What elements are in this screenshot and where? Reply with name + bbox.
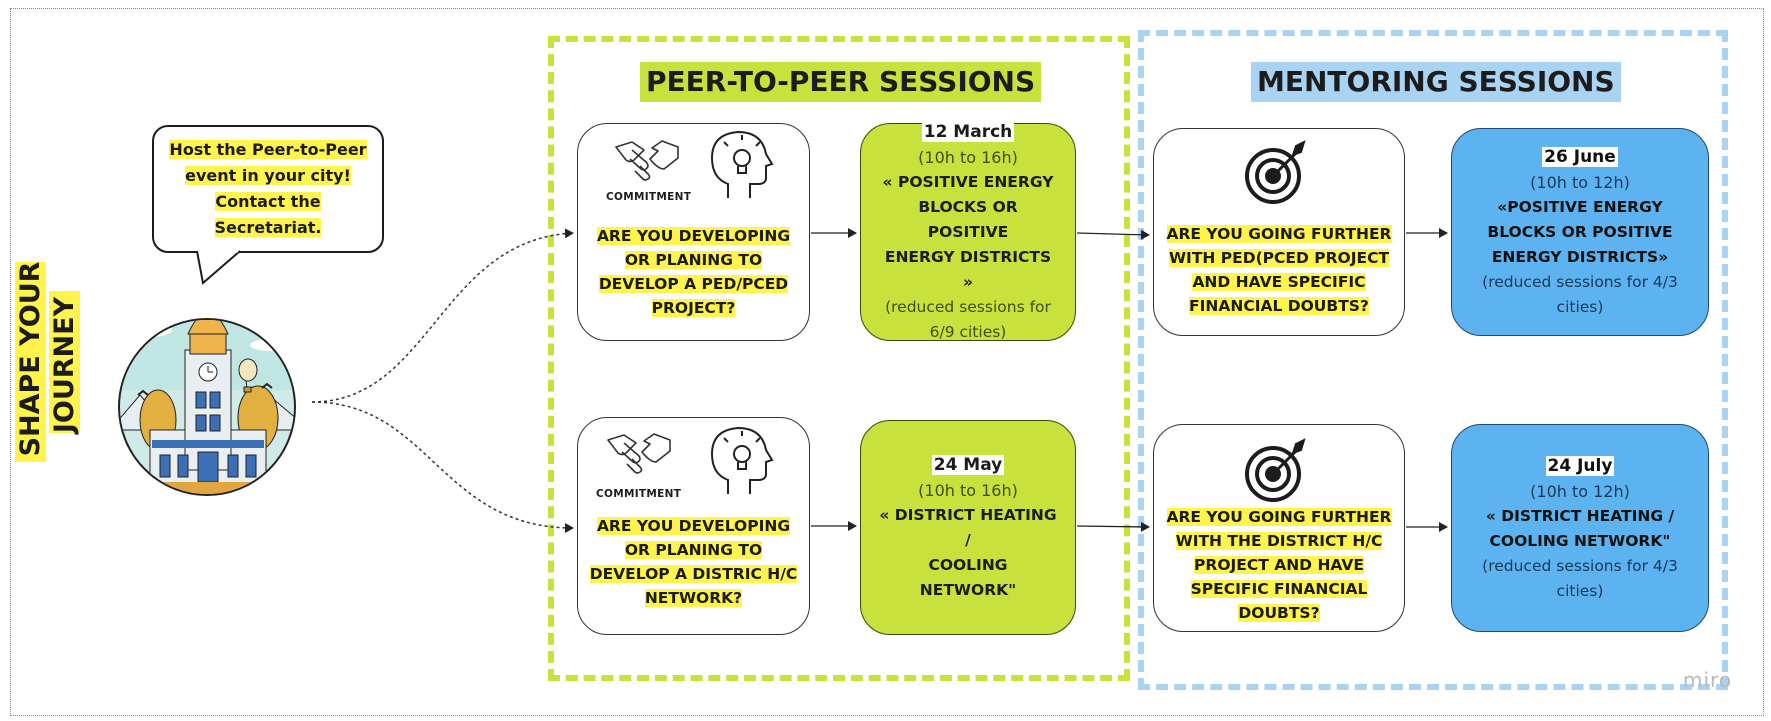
peer-to-peer-title: PEER-TO-PEER SESSIONS: [640, 62, 1042, 102]
commitment-card-dhc: COMMITMENT ARE YOU DEVELOPING OR PLANING…: [577, 417, 810, 635]
mentoring-section: [1138, 30, 1728, 690]
commitment-card-ped: COMMITMENT ARE YOU DEVELOPING OR PLANING…: [577, 123, 810, 341]
connector: [311, 401, 574, 533]
flow-arrow: [1076, 229, 1150, 240]
mentoring-title: MENTORING SESSIONS: [1251, 62, 1621, 102]
session-topic: « DISTRICT HEATING /COOLING NETWORK": [1485, 506, 1675, 550]
flow-arrow: [1076, 521, 1150, 532]
session-topic: « DISTRICT HEATING /COOLING NETWORK": [879, 506, 1057, 599]
question-text: ARE YOU GOING FURTHER WITH PED(PCED PROJ…: [1166, 225, 1392, 315]
city-hall-icon: [118, 318, 296, 496]
session-time: (10h to 12h): [1530, 173, 1630, 192]
session-time: (10h to 16h): [918, 481, 1018, 500]
idea-head-icon: [710, 426, 774, 494]
commitment-label: COMMITMENT: [606, 191, 692, 203]
question-text: ARE YOU GOING FURTHER WITH THE DISTRICT …: [1166, 508, 1392, 622]
diagram-frame: [10, 8, 1764, 716]
speech-bubble: Host the Peer-to-Peer event in your city…: [152, 125, 384, 253]
session-date: 26 June: [1542, 147, 1618, 167]
session-date: 24 July: [1545, 455, 1615, 476]
handshake-icon: [607, 433, 671, 474]
bubble-line: Contact the: [215, 192, 321, 211]
target-icon: [1245, 140, 1306, 204]
idea-head-icon: [710, 130, 774, 198]
session-date: 12 March: [921, 122, 1015, 142]
bubble-line: Secretariat.: [214, 218, 322, 237]
bubble-line: Host the Peer-to-Peer: [169, 140, 367, 159]
connector: [311, 228, 574, 403]
target-icon: [1245, 438, 1306, 502]
handshake-icon: [615, 140, 679, 181]
session-time: (10h to 16h): [918, 148, 1018, 167]
question-text: ARE YOU DEVELOPING OR PLANING TO DEVELOP…: [589, 517, 798, 607]
session-card-24-may[interactable]: 24 May (10h to 16h) « DISTRICT HEATING /…: [860, 420, 1076, 635]
commitment-label: COMMITMENT: [596, 488, 682, 500]
session-date: 24 May: [931, 455, 1005, 475]
question-text: ARE YOU DEVELOPING OR PLANING TO DEVELOP…: [596, 227, 791, 317]
session-time: (10h to 12h): [1530, 481, 1630, 501]
session-card-24-july[interactable]: 24 July (10h to 12h) « DISTRICT HEATING …: [1451, 424, 1709, 632]
peer-to-peer-section: [548, 36, 1130, 681]
miro-watermark: miro: [1683, 668, 1733, 692]
bubble-tail: [196, 250, 241, 285]
bubble-line: event in your city!: [185, 166, 351, 185]
